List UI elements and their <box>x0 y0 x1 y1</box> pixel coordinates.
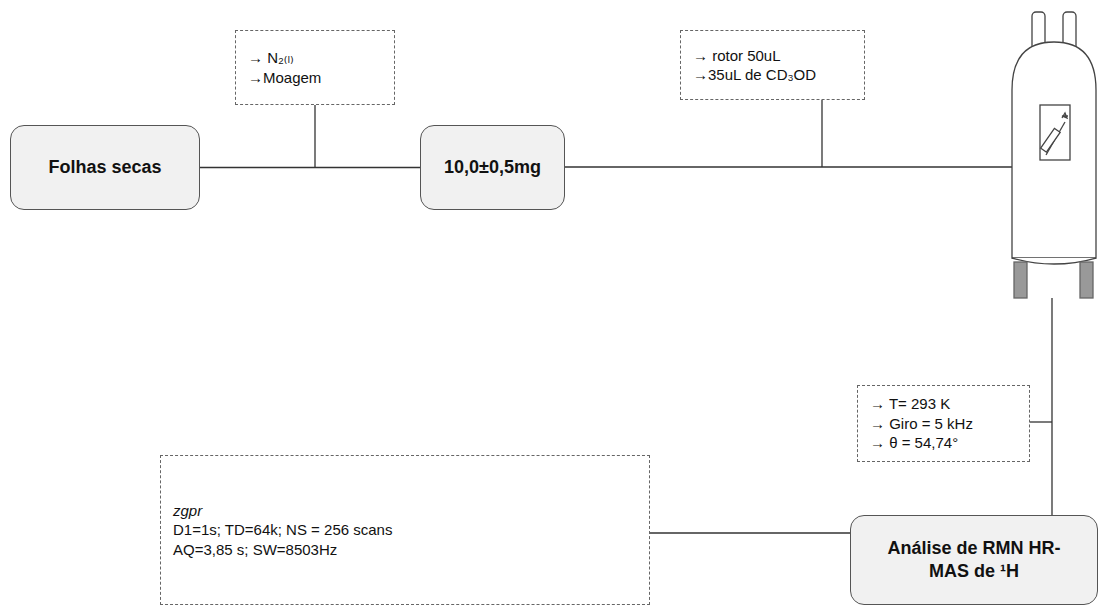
node-text: Folhas secas <box>48 156 161 179</box>
node-text: → N₂₍ₗ₎ <box>248 48 382 68</box>
hrmas-probe-illustration <box>1012 12 1096 298</box>
pulse-sequence-name: zgpr <box>173 501 637 521</box>
node-text: → rotor 50uL <box>693 46 852 66</box>
node-text: → T= 293 K <box>870 394 1017 414</box>
parameter-box: zgprD1=1s; TD=64k; NS = 256 scansAQ=3,85… <box>160 455 650 605</box>
connector <box>650 532 850 533</box>
note-box: → rotor 50uL→35uL de CD₃OD <box>680 30 865 100</box>
node-text: →Moagem <box>248 68 382 88</box>
leader-line <box>1051 298 1052 515</box>
node-text: AQ=3,85 s; SW=8503Hz <box>173 540 637 560</box>
node-text: D1=1s; TD=64k; NS = 256 scans <box>173 520 637 540</box>
transfer-line <box>565 166 1012 167</box>
process-box: Folhas secas <box>10 125 200 210</box>
leader-line <box>314 105 315 167</box>
process-box: 10,0±0,5mg <box>420 125 565 210</box>
node-text: Análise de RMN HR-MAS de ¹H <box>874 537 1074 584</box>
leader-line <box>1030 421 1052 422</box>
node-text: 10,0±0,5mg <box>444 156 541 179</box>
note-box: → N₂₍ₗ₎→Moagem <box>235 30 395 105</box>
leader-line <box>821 100 822 167</box>
node-text: → Giro = 5 kHz <box>870 414 1017 434</box>
node-text: →35uL de CD₃OD <box>693 65 852 85</box>
connector <box>200 167 420 168</box>
note-box: → T= 293 K→ Giro = 5 kHz→ θ = 54,74° <box>857 385 1030 462</box>
process-box: Análise de RMN HR-MAS de ¹H <box>850 515 1098 605</box>
node-text: → θ = 54,74° <box>870 433 1017 453</box>
